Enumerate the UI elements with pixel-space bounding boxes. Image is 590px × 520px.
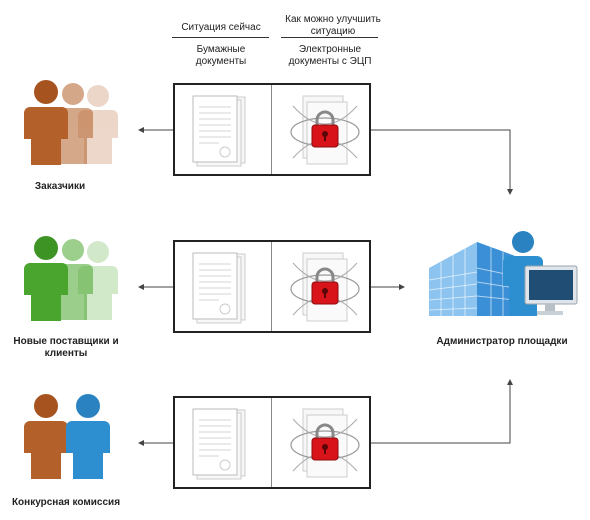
panel-divider	[271, 85, 272, 174]
lock-shackle	[315, 267, 335, 283]
lock-shackle	[315, 110, 335, 126]
panel-commission	[173, 396, 371, 489]
building-icon	[428, 242, 516, 316]
paper-documents-icon	[192, 252, 246, 324]
panel-new-suppliers	[173, 240, 371, 333]
electronic-signature-icon	[290, 95, 360, 165]
label-customers: Заказчики	[34, 181, 86, 192]
header-current: Ситуация сейчас	[181, 22, 261, 33]
lock-shackle	[315, 423, 335, 439]
new-suppliers-people-icon	[24, 236, 118, 321]
monitor-icon	[524, 265, 578, 315]
header-improve: Как можно улучшить ситуацию	[285, 14, 381, 37]
person-blue	[66, 394, 110, 479]
label-admin: Администратор площадки	[436, 336, 568, 347]
header-underline-left	[172, 37, 269, 38]
panel-customers	[173, 83, 371, 176]
panel-divider	[271, 242, 272, 331]
header-paper: Бумажные документы	[195, 44, 247, 67]
line-bottom-to-admin	[370, 379, 513, 444]
header-underline-right	[281, 37, 378, 38]
label-new-suppliers: Новые поставщики и клиенты	[13, 336, 119, 359]
label-commission: Конкурсная комиссия	[11, 497, 121, 508]
commission-people-icon	[24, 394, 110, 479]
panel-divider	[271, 398, 272, 487]
line-top-to-admin	[370, 129, 513, 195]
paper-documents-icon	[192, 95, 246, 167]
paper-documents-icon	[192, 408, 246, 480]
electronic-signature-icon	[290, 252, 360, 322]
electronic-signature-icon	[290, 408, 360, 478]
person-brown	[24, 394, 68, 479]
header-electronic: Электронные документы с ЭЦП	[288, 44, 372, 67]
person-front	[24, 236, 68, 321]
admin-building-person-icon	[428, 231, 578, 316]
customers-people-icon	[24, 80, 118, 165]
person-front	[24, 80, 68, 165]
